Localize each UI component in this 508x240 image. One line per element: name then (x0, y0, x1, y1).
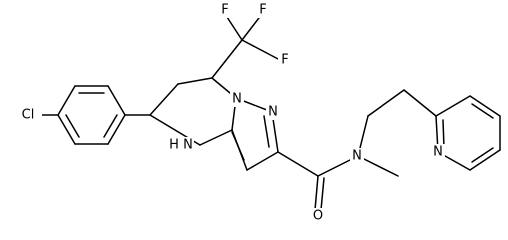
nitrogen-label-pyridine: N (433, 145, 443, 160)
bond (65, 114, 80, 138)
bond (57, 114, 76, 145)
fluorine-label-3: F (281, 53, 288, 68)
bond (471, 103, 494, 119)
oxygen-label: O (313, 209, 323, 224)
bond (403, 89, 437, 117)
molecule-structure: Cl F F F N N H N O N N (14, 2, 501, 224)
chlorine-label: Cl (22, 108, 35, 123)
bond (107, 114, 126, 145)
bond (469, 95, 501, 117)
bond (263, 115, 270, 148)
bond (241, 13, 263, 41)
nitrogen-label-pyrazole: N (268, 105, 278, 120)
bond (177, 77, 213, 85)
bond (103, 114, 118, 138)
bond (471, 147, 494, 163)
bond (469, 149, 501, 171)
bond (246, 151, 279, 171)
nitrogen-label-amide: N (352, 149, 362, 164)
nitrogen-label-bridge: N (232, 92, 242, 107)
fluorine-label-2: F (259, 3, 266, 18)
hydrogen-label: H (169, 138, 179, 153)
bond (442, 119, 445, 149)
bond (277, 151, 319, 177)
bond (367, 89, 405, 117)
bond (107, 85, 126, 116)
atom-labels: Cl F F F N N H N O N N (14, 2, 445, 224)
fluorine-label-1: F (221, 3, 228, 18)
bond (314, 175, 319, 211)
structure-canvas: Cl F F F N N H N O N N (14, 2, 501, 224)
bond (241, 39, 281, 61)
bond (199, 129, 233, 146)
bond (320, 177, 325, 211)
bond (435, 95, 471, 117)
bond (211, 39, 243, 79)
bond (57, 85, 76, 116)
bond (357, 155, 399, 177)
nitrogen-label-nh: N (183, 138, 193, 153)
bond (149, 83, 179, 116)
bond (224, 13, 243, 41)
bond (231, 131, 245, 161)
